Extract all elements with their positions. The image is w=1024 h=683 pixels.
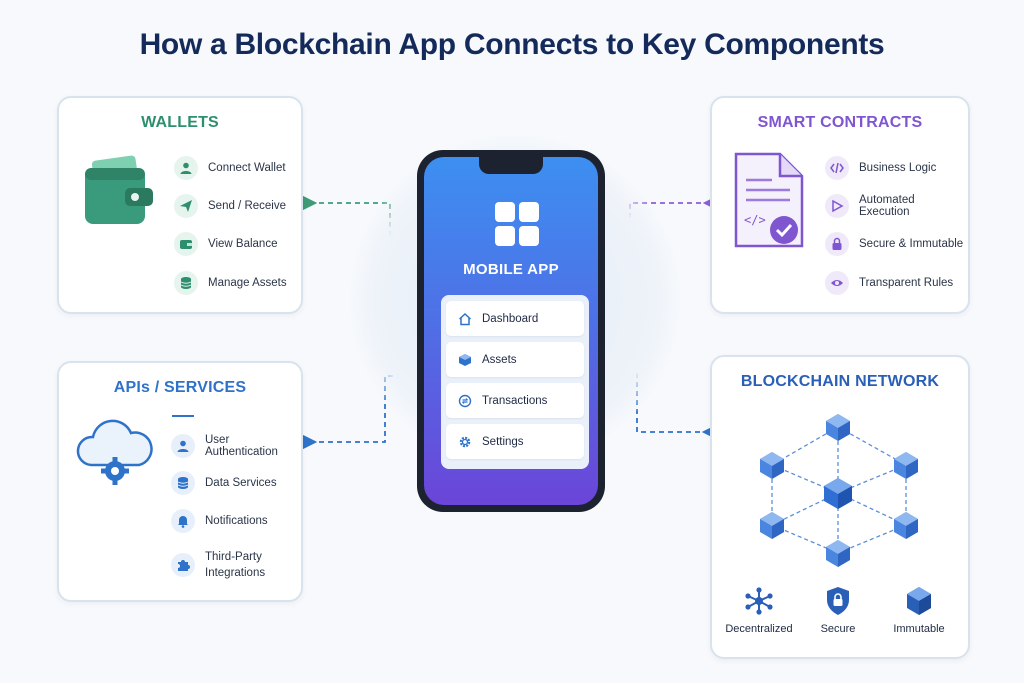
apis-panel: APIs / SERVICES User Authentication Data… — [57, 361, 303, 602]
puzzle-icon — [171, 553, 195, 577]
block-node-right-lower — [894, 512, 918, 539]
apis-item-auth: User Authentication — [171, 434, 301, 458]
network-icon — [745, 587, 773, 615]
network-graph — [760, 414, 918, 567]
contracts-item-label: Secure & Immutable — [859, 238, 964, 250]
menu-item-assets[interactable]: Assets — [446, 342, 584, 377]
apis-item-data: Data Services — [171, 471, 277, 495]
cloud-gear-icon — [76, 419, 153, 485]
wallets-item-send: Send / Receive — [174, 194, 286, 218]
block-node-left-upper — [760, 452, 784, 479]
svg-text:</>: </> — [744, 213, 766, 227]
block-node-bottom — [826, 540, 850, 567]
block-icon — [907, 587, 931, 615]
apis-item-label: Notifications — [205, 515, 268, 527]
smart-contracts-panel: SMART CONTRACTS </> Business Logic Autom… — [710, 96, 970, 314]
wallet-small-icon — [174, 232, 198, 256]
wallets-item-balance: View Balance — [174, 232, 277, 256]
app-grid-icon — [495, 202, 539, 246]
menu-item-label: Transactions — [482, 394, 548, 407]
wallets-item-label: Manage Assets — [208, 277, 287, 289]
contracts-item-secure: Secure & Immutable — [825, 232, 963, 256]
page-title: How a Blockchain App Connects to Key Com… — [139, 28, 885, 61]
bell-icon — [171, 509, 195, 533]
mobile-phone: MOBILE APP Dashboard Assets Transactions… — [417, 150, 605, 512]
user-icon — [171, 434, 195, 458]
wallet-icon — [85, 155, 153, 224]
apis-item-integrations: Third-Party Integrations — [171, 549, 265, 581]
app-menu: Dashboard Assets Transactions Settings — [441, 295, 589, 469]
home-icon — [458, 312, 472, 325]
blockchain-network-panel: BLOCKCHAIN NETWORK Decentralized Secure — [710, 355, 970, 659]
apis-item-label: User Authentication — [205, 434, 278, 458]
lock-icon — [825, 232, 849, 256]
menu-item-label: Assets — [482, 353, 517, 366]
menu-item-label: Settings — [482, 435, 524, 448]
shield-icon — [827, 587, 849, 615]
contracts-item-label: Transparent Rules — [859, 277, 954, 289]
phone-screen: MOBILE APP Dashboard Assets Transactions… — [424, 157, 598, 505]
wallets-title: WALLETS — [141, 114, 219, 131]
contracts-item-label: Automated Execution — [859, 194, 915, 218]
user-icon — [174, 156, 198, 180]
block-node-top — [826, 414, 850, 441]
send-icon — [174, 194, 198, 218]
smart-contracts-title: SMART CONTRACTS — [757, 114, 923, 131]
wallets-item-label: Send / Receive — [208, 200, 286, 212]
contract-document-icon: </> — [734, 152, 804, 248]
feature-immutable-label: Immutable — [893, 623, 945, 635]
phone-notch — [479, 157, 543, 174]
feature-secure-label: Secure — [820, 623, 856, 635]
gear-icon — [459, 436, 471, 447]
wallets-item-label: Connect Wallet — [208, 162, 286, 174]
apis-item-label: Third-Party Integrations — [205, 551, 266, 579]
transfer-icon — [458, 394, 472, 407]
block-node-left-lower — [760, 512, 784, 539]
contracts-item-transparent: Transparent Rules — [825, 271, 953, 295]
wallets-item-manage: Manage Assets — [174, 271, 287, 295]
eye-icon — [825, 271, 849, 295]
apis-title: APIs / SERVICES — [113, 379, 247, 396]
contracts-item-execution: Automated Execution — [825, 194, 968, 218]
block-node-right-upper — [894, 452, 918, 479]
block-node-center — [824, 478, 852, 509]
code-icon — [825, 156, 849, 180]
menu-item-label: Dashboard — [482, 312, 539, 325]
menu-item-dashboard[interactable]: Dashboard — [446, 301, 584, 336]
apis-item-notifications: Notifications — [171, 509, 268, 533]
contracts-item-logic: Business Logic — [825, 156, 936, 180]
wallets-panel: WALLETS Connect Wallet Send / Receive Vi… — [57, 96, 303, 314]
cube-icon — [459, 353, 471, 366]
wallets-item-connect: Connect Wallet — [174, 156, 286, 180]
menu-item-transactions[interactable]: Transactions — [446, 383, 584, 418]
database-icon — [174, 271, 198, 295]
network-title: BLOCKCHAIN NETWORK — [740, 373, 940, 390]
apis-title-underline — [172, 415, 194, 417]
wallets-item-label: View Balance — [208, 238, 278, 250]
apis-item-label: Data Services — [205, 477, 277, 489]
play-icon — [825, 194, 849, 218]
feature-decentralized-label: Decentralized — [725, 623, 793, 635]
contracts-item-label: Business Logic — [859, 162, 937, 174]
menu-item-settings[interactable]: Settings — [446, 424, 584, 459]
database-icon — [171, 471, 195, 495]
mobile-app-label: MOBILE APP — [463, 261, 559, 278]
